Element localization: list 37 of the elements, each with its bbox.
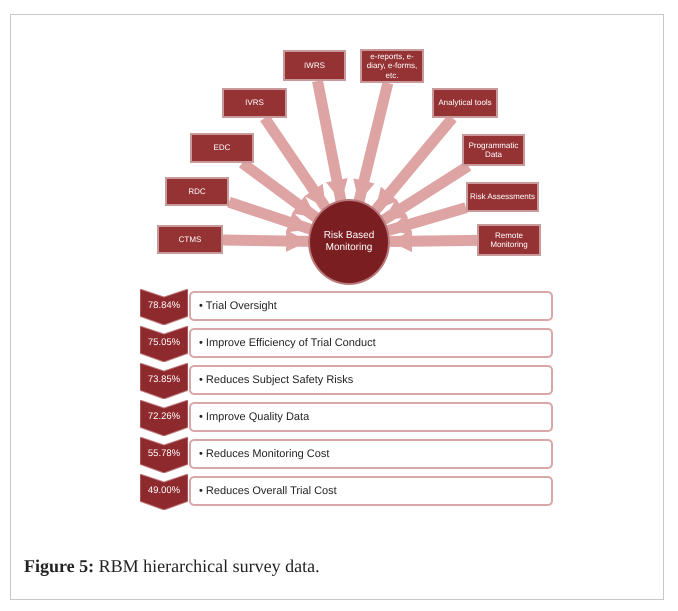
percentage-tab (140, 400, 188, 436)
percentage-tab (140, 289, 188, 325)
percentage-text: 75.05% (146, 336, 182, 348)
percentage-text: 72.26% (146, 410, 182, 422)
source-box: Remote Monitoring (477, 224, 541, 256)
percentage-tab (140, 326, 188, 362)
block-arrow (312, 80, 348, 203)
list-item-box: • Reduces Overall Trial Cost (189, 476, 553, 506)
percentage-tab (140, 437, 188, 473)
block-arrow (380, 161, 472, 225)
source-box: IWRS (283, 50, 346, 81)
source-box: EDC (190, 133, 254, 163)
source-box: e-reports, e-diary, e-forms, etc. (360, 49, 424, 83)
percentage-text: 49.00% (146, 484, 182, 496)
percentage-text: 55.78% (146, 448, 182, 459)
list-item-box: • Reduces Monitoring Cost (189, 439, 553, 469)
block-arrow (227, 196, 312, 234)
percentage-tab (140, 474, 188, 510)
list-item-box: • Improve Quality Data (189, 402, 553, 432)
block-arrow (353, 82, 394, 204)
source-box: Risk Assessments (466, 182, 539, 212)
figure-caption: Figure 5: RBM hierarchical survey data. (24, 556, 320, 577)
source-box: Programmatic Data (462, 134, 525, 166)
block-arrow (390, 230, 478, 252)
source-box: CTMS (157, 225, 223, 254)
hub-circle: Risk Based Monitoring (308, 199, 390, 285)
source-box: Analytical tools (432, 88, 498, 118)
percentage-text: 73.85% (146, 374, 182, 385)
block-arrow (222, 230, 308, 252)
list-item-box: • Reduces Subject Safety Risks (189, 365, 553, 395)
source-box: IVRS (222, 88, 287, 118)
block-arrow (386, 202, 468, 236)
list-item-box: • Improve Efficiency of Trial Conduct (189, 328, 553, 358)
list-item-box: • Trial Oversight (189, 291, 553, 321)
percentage-text: 78.84% (146, 300, 182, 311)
source-box: RDC (165, 177, 229, 206)
percentage-tab (140, 363, 188, 399)
